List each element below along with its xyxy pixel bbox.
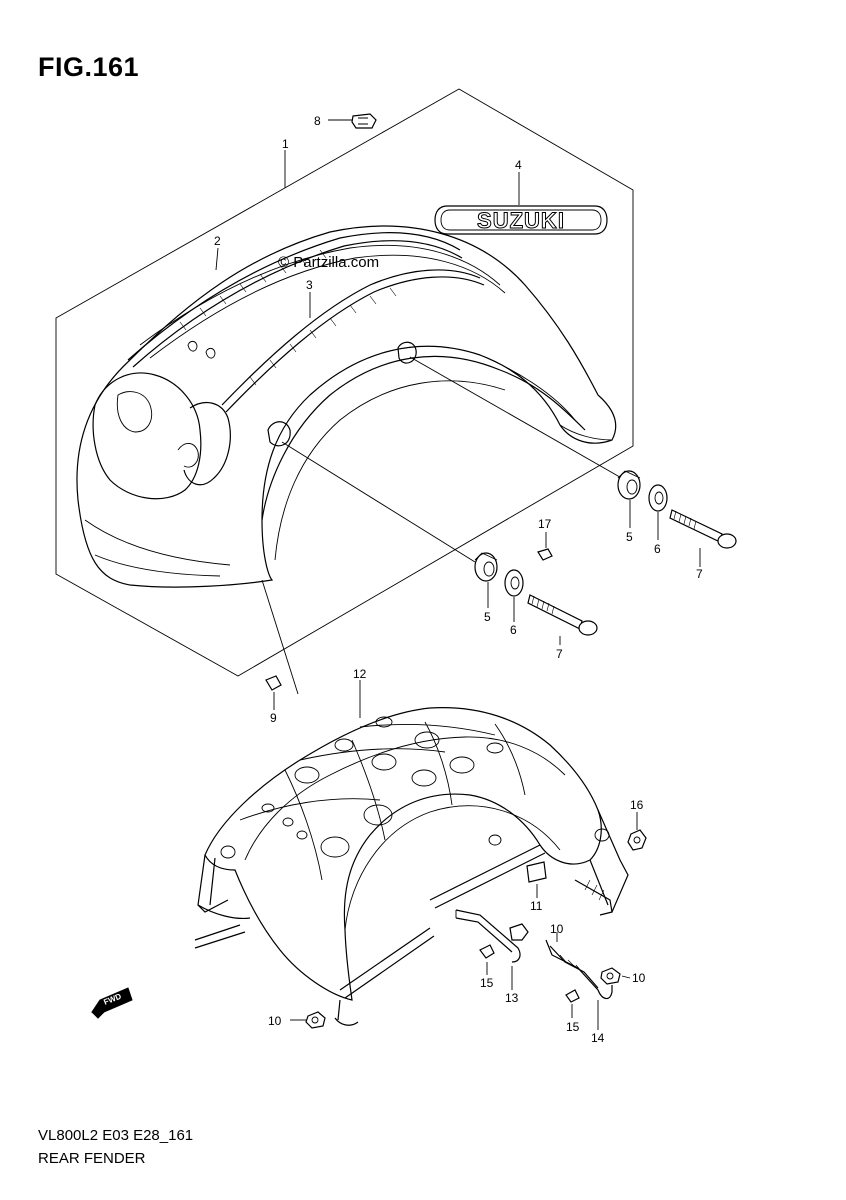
callout-11: 11: [530, 899, 543, 913]
bolt-part-7-lower: [527, 594, 598, 636]
callout-15-left: 15: [480, 976, 494, 990]
bracket-part-14: [545, 939, 613, 1000]
callout-9: 9: [270, 711, 277, 725]
assembly-outline: [55, 88, 634, 677]
washer-part-6-upper: [648, 484, 668, 512]
callout-6-lower: 6: [510, 623, 517, 637]
suzuki-emblem: SUZUKI: [434, 205, 608, 235]
callout-17: 17: [538, 517, 552, 531]
rear-fender: [76, 225, 617, 588]
callout-10-top: 10: [550, 922, 564, 936]
label-part-11: [526, 861, 547, 883]
callout-labels: 1 2 3 4 8 5 6 7 5 6 7 17 9 12 16 11 10 1…: [214, 114, 703, 1045]
axis-line-9: [261, 579, 299, 695]
washer-part-6-lower: [504, 569, 524, 597]
nut-part-16: [627, 829, 647, 851]
axis-line-lower: [281, 441, 476, 563]
cushion-part-5-upper: [617, 470, 641, 500]
callout-1: 1: [282, 137, 289, 151]
leader-lines: [215, 119, 701, 1030]
callout-4: 4: [515, 158, 522, 172]
fender-brace-part-12: [194, 707, 629, 1026]
callout-10-right: 10: [632, 971, 646, 985]
figure-title: FIG.161: [38, 52, 140, 82]
clip-part-17: [537, 548, 553, 561]
callout-7-upper: 7: [696, 567, 703, 581]
callout-7-lower: 7: [556, 647, 563, 661]
emblem-text: SUZUKI: [477, 208, 565, 233]
bracket-part-13: [455, 909, 529, 963]
screw-part-15-right: [565, 989, 580, 1003]
nut-part-10-left: [305, 1011, 326, 1029]
callout-12: 12: [353, 667, 367, 681]
callout-5-lower: 5: [484, 610, 491, 624]
callout-13: 13: [505, 991, 519, 1005]
callout-16: 16: [630, 798, 644, 812]
bolt-part-7-upper: [669, 509, 737, 549]
clip-part-8: [351, 113, 377, 129]
axis-line-upper: [409, 356, 626, 481]
grommet-part-9: [265, 675, 282, 691]
figure-code: VL800L2 E03 E28_161: [38, 1127, 194, 1144]
callout-3: 3: [306, 278, 313, 292]
callout-10-left: 10: [268, 1014, 282, 1028]
callout-8: 8: [314, 114, 321, 128]
figure-name: REAR FENDER: [38, 1150, 146, 1167]
cushion-part-5-lower: [474, 552, 498, 582]
callout-2: 2: [214, 234, 221, 248]
callout-15-right: 15: [566, 1020, 580, 1034]
forward-arrow-icon: FWD: [91, 987, 133, 1019]
screw-part-15-left: [479, 944, 495, 959]
nut-part-10-right: [600, 967, 621, 985]
watermark: © Partzilla.com: [278, 254, 379, 271]
callout-5-upper: 5: [626, 530, 633, 544]
callout-14: 14: [591, 1031, 605, 1045]
callout-6-upper: 6: [654, 542, 661, 556]
